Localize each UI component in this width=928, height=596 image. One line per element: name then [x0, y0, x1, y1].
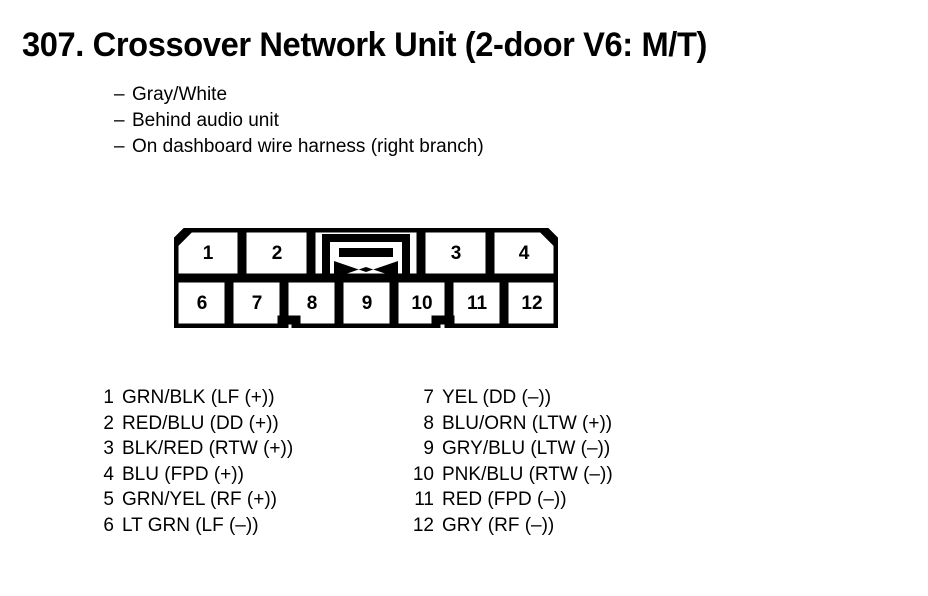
dash-bullet: – — [114, 136, 125, 157]
connector-pin-8: 8 — [307, 293, 318, 314]
connector-pin-10: 10 — [411, 293, 432, 314]
connector-pin-2: 2 — [272, 243, 283, 264]
pin-description: GRN/YEL (RF (+)) — [122, 489, 277, 511]
description-text: Behind audio unit — [132, 110, 279, 131]
pin-legend-row: 10 PNK/BLU (RTW (–)) — [408, 462, 613, 488]
pin-legend-row: 6 LT GRN (LF (–)) — [88, 513, 293, 539]
pin-legend-row: 1 GRN/BLK (LF (+)) — [88, 385, 293, 411]
pin-number: 11 — [414, 489, 434, 511]
pin-description: YEL (DD (–)) — [442, 387, 552, 408]
pin-description: GRN/BLK (LF (+)) — [122, 387, 275, 408]
pin-description: LT GRN (LF (–)) — [122, 514, 259, 536]
pin-legend-row: 5 GRN/YEL (RF (+)) — [88, 487, 293, 513]
pin-legend-row: 9 GRY/BLU (LTW (–)) — [408, 436, 613, 462]
description-text: Gray/White — [132, 84, 228, 105]
pin-description: RED (FPD (–)) — [442, 489, 567, 511]
pin-legend-row: 8 BLU/ORN (LTW (+)) — [408, 411, 613, 437]
description-item: – Behind audio unit — [114, 108, 484, 134]
pin-description: BLK/RED (RTW (+)) — [122, 438, 294, 460]
connector-pin-12: 12 — [521, 293, 542, 314]
pin-description: GRY/BLU (LTW (–)) — [442, 438, 611, 460]
pin-description: BLU/ORN (LTW (+)) — [442, 412, 613, 434]
connector-pin-4: 4 — [519, 243, 530, 264]
connector-pin-9: 9 — [362, 293, 373, 314]
locking-tab-icon — [322, 234, 410, 278]
pin-legend-row: 12 GRY (RF (–)) — [408, 513, 613, 539]
connector-pin-6: 6 — [197, 293, 208, 314]
pin-description: GRY (RF (–)) — [442, 514, 555, 536]
dash-bullet: – — [114, 110, 125, 131]
pin-legend-row: 2 RED/BLU (DD (+)) — [88, 411, 293, 437]
connector-pin-3: 3 — [451, 243, 462, 264]
pin-number: 4 — [103, 463, 114, 485]
description-item: – Gray/White — [114, 82, 484, 108]
pin-legend-column-right: 7 YEL (DD (–)) 8 BLU/ORN (LTW (+)) 9 GRY… — [408, 385, 613, 539]
pin-number: 12 — [412, 514, 434, 536]
page-title: 307. Crossover Network Unit (2-door V6: … — [22, 26, 708, 64]
pin-legend-row: 7 YEL (DD (–)) — [408, 385, 613, 411]
connector-pin-11: 11 — [467, 293, 488, 314]
pin-number: 5 — [103, 489, 114, 511]
pin-number: 3 — [103, 438, 114, 460]
pin-description: BLU (FPD (+)) — [122, 463, 244, 485]
pin-number: 6 — [103, 514, 114, 536]
pin-number: 8 — [423, 412, 434, 434]
pin-legend-row: 3 BLK/RED (RTW (+)) — [88, 436, 293, 462]
dash-bullet: – — [114, 84, 125, 105]
pin-legend-row: 4 BLU (FPD (+)) — [88, 462, 293, 488]
connector-pin-1: 1 — [203, 243, 214, 264]
connector-pin-5: 5 — [553, 243, 558, 264]
description-list: – Gray/White – Behind audio unit – On da… — [114, 82, 484, 160]
pin-legend-column-left: 1 GRN/BLK (LF (+)) 2 RED/BLU (DD (+)) 3 … — [88, 385, 293, 539]
description-item: – On dashboard wire harness (right branc… — [114, 134, 484, 160]
pin-number: 10 — [412, 463, 434, 485]
pin-number: 2 — [103, 412, 114, 434]
pin-legend-row: 11 RED (FPD (–)) — [408, 487, 613, 513]
pin-number: 1 — [103, 387, 114, 408]
pin-description: PNK/BLU (RTW (–)) — [442, 463, 613, 485]
description-text: On dashboard wire harness (right branch) — [132, 136, 484, 157]
connector-pinout-diagram: 1 2 3 4 5 6 7 8 9 10 11 12 — [174, 228, 558, 328]
pin-number: 7 — [423, 387, 434, 408]
connector-pin-7: 7 — [252, 293, 263, 314]
pin-description: RED/BLU (DD (+)) — [122, 412, 279, 434]
pin-number: 9 — [423, 438, 434, 460]
